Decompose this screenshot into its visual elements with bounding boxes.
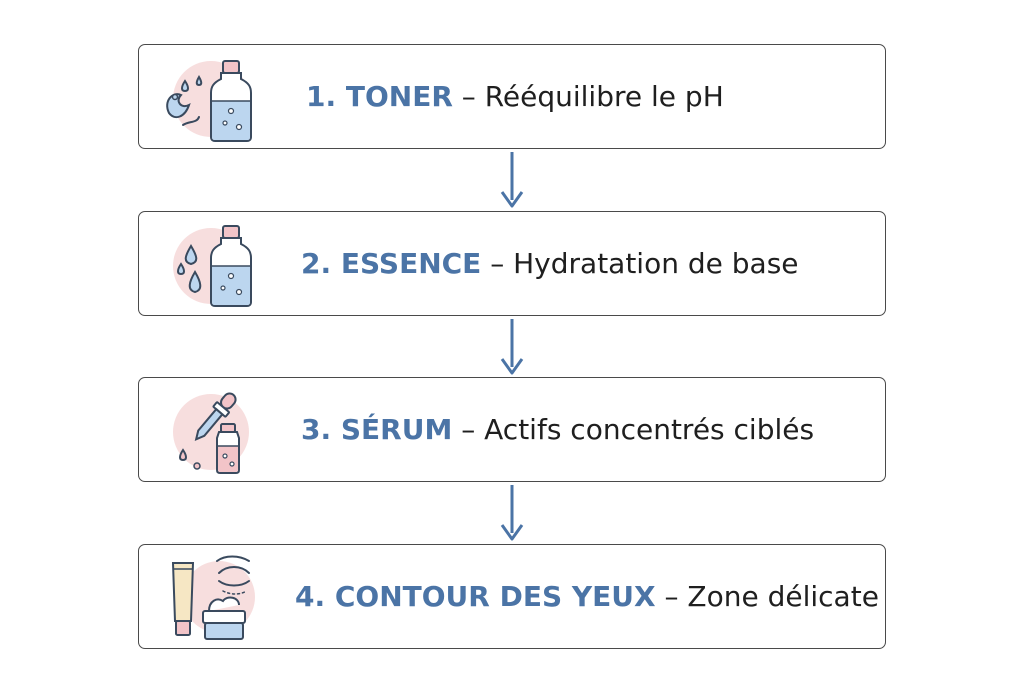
step-text: 1. TONER – Rééquilibre le pH [139, 45, 885, 148]
step-label: 1. TONER [306, 80, 453, 113]
step-description: Hydratation de base [513, 247, 799, 280]
step-card-eye-contour: 4. CONTOUR DES YEUX – Zone délicate [138, 544, 886, 649]
step-label: 2. ESSENCE [301, 247, 482, 280]
eye-cream-tube-jar-icon [171, 555, 255, 640]
arrow-down-icon [500, 152, 524, 208]
step-card-toner: 1. TONER – Rééquilibre le pH [138, 44, 886, 149]
step-label: 4. CONTOUR DES YEUX [295, 580, 656, 613]
step-card-serum: 3. SÉRUM – Actifs concentrés ciblés [138, 377, 886, 482]
toner-bottle-splash-icon [166, 60, 252, 142]
serum-dropper-bottle-icon [173, 392, 249, 474]
step-card-essence: 2. ESSENCE – Hydratation de base [138, 211, 886, 316]
step-text: 2. ESSENCE – Hydratation de base [139, 212, 885, 315]
step-label: 3. SÉRUM [301, 413, 453, 446]
step-description: Actifs concentrés ciblés [484, 413, 815, 446]
step-separator: – [655, 580, 688, 613]
step-text: 4. CONTOUR DES YEUX – Zone délicate [139, 545, 885, 648]
step-separator: – [481, 247, 514, 280]
step-separator: – [452, 413, 485, 446]
arrow-down-icon [500, 319, 524, 375]
step-description: Zone délicate [687, 580, 879, 613]
step-description: Rééquilibre le pH [484, 80, 724, 113]
step-separator: – [452, 80, 485, 113]
essence-bottle-drops-icon [173, 225, 252, 307]
step-text: 3. SÉRUM – Actifs concentrés ciblés [139, 378, 885, 481]
arrow-down-icon [500, 485, 524, 541]
